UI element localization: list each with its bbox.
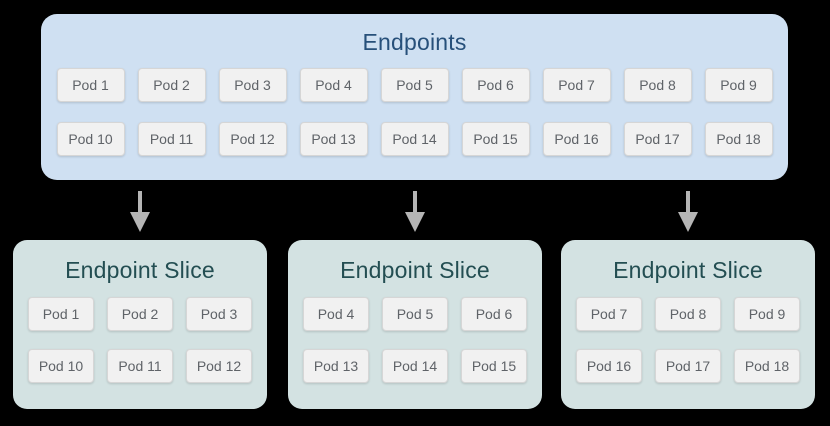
pod-box: Pod 13	[299, 122, 368, 156]
pod-box: Pod 9	[704, 68, 773, 102]
pod-box: Pod 13	[303, 349, 369, 383]
arrow-head	[130, 212, 150, 232]
pod-box: Pod 2	[137, 68, 206, 102]
down-arrow-icon	[403, 191, 427, 233]
pod-box: Pod 2	[107, 297, 173, 331]
pod-box: Pod 5	[382, 297, 448, 331]
slice-pod-row-2: Pod 10 Pod 11 Pod 12	[28, 349, 252, 383]
endpoints-pod-row-1: Pod 1 Pod 2 Pod 3 Pod 4 Pod 5 Pod 6 Pod …	[56, 68, 773, 102]
pod-box: Pod 5	[380, 68, 449, 102]
pod-box: Pod 15	[461, 349, 527, 383]
pod-box: Pod 18	[704, 122, 773, 156]
pod-box: Pod 3	[218, 68, 287, 102]
pod-box: Pod 6	[461, 297, 527, 331]
endpoint-slice-box-3: Endpoint Slice Pod 7 Pod 8 Pod 9 Pod 16 …	[561, 240, 815, 409]
pod-box: Pod 14	[382, 349, 448, 383]
endpoints-pod-row-2: Pod 10 Pod 11 Pod 12 Pod 13 Pod 14 Pod 1…	[56, 122, 773, 156]
pod-box: Pod 1	[56, 68, 125, 102]
endpoint-slice-title: Endpoint Slice	[613, 257, 763, 283]
pod-box: Pod 10	[56, 122, 125, 156]
arrow-head	[678, 212, 698, 232]
down-arrow-icon	[128, 191, 152, 233]
slice-pod-grid: Pod 1 Pod 2 Pod 3 Pod 10 Pod 11 Pod 12	[13, 297, 267, 383]
pod-box: Pod 16	[542, 122, 611, 156]
slice-pod-row-2: Pod 13 Pod 14 Pod 15	[303, 349, 527, 383]
pod-box: Pod 17	[655, 349, 721, 383]
arrow-stem	[138, 191, 142, 212]
pod-box: Pod 7	[542, 68, 611, 102]
pod-box: Pod 8	[623, 68, 692, 102]
endpoints-pod-grid: Pod 1 Pod 2 Pod 3 Pod 4 Pod 5 Pod 6 Pod …	[41, 68, 788, 156]
arrow-stem	[686, 191, 690, 212]
slice-pod-row-1: Pod 1 Pod 2 Pod 3	[28, 297, 252, 331]
pod-box: Pod 7	[576, 297, 642, 331]
endpoint-slice-box-2: Endpoint Slice Pod 4 Pod 5 Pod 6 Pod 13 …	[288, 240, 542, 409]
slice-pod-row-2: Pod 16 Pod 17 Pod 18	[576, 349, 800, 383]
arrow-stem	[413, 191, 417, 212]
pod-box: Pod 11	[107, 349, 173, 383]
down-arrow-icon	[676, 191, 700, 233]
pod-box: Pod 12	[186, 349, 252, 383]
pod-box: Pod 16	[576, 349, 642, 383]
endpoint-slice-title: Endpoint Slice	[65, 257, 215, 283]
pod-box: Pod 1	[28, 297, 94, 331]
endpoint-slice-box-1: Endpoint Slice Pod 1 Pod 2 Pod 3 Pod 10 …	[13, 240, 267, 409]
pod-box: Pod 11	[137, 122, 206, 156]
slice-pod-grid: Pod 7 Pod 8 Pod 9 Pod 16 Pod 17 Pod 18	[561, 297, 815, 383]
slice-pod-grid: Pod 4 Pod 5 Pod 6 Pod 13 Pod 14 Pod 15	[288, 297, 542, 383]
pod-box: Pod 14	[380, 122, 449, 156]
slice-pod-row-1: Pod 7 Pod 8 Pod 9	[576, 297, 800, 331]
arrow-head	[405, 212, 425, 232]
endpoint-slice-title: Endpoint Slice	[340, 257, 490, 283]
endpoints-box: Endpoints Pod 1 Pod 2 Pod 3 Pod 4 Pod 5 …	[41, 14, 788, 180]
pod-box: Pod 10	[28, 349, 94, 383]
pod-box: Pod 3	[186, 297, 252, 331]
pod-box: Pod 12	[218, 122, 287, 156]
pod-box: Pod 18	[734, 349, 800, 383]
pod-box: Pod 15	[461, 122, 530, 156]
slice-pod-row-1: Pod 4 Pod 5 Pod 6	[303, 297, 527, 331]
pod-box: Pod 6	[461, 68, 530, 102]
pod-box: Pod 8	[655, 297, 721, 331]
pod-box: Pod 9	[734, 297, 800, 331]
pod-box: Pod 17	[623, 122, 692, 156]
pod-box: Pod 4	[303, 297, 369, 331]
endpoints-title: Endpoints	[362, 29, 467, 55]
pod-box: Pod 4	[299, 68, 368, 102]
